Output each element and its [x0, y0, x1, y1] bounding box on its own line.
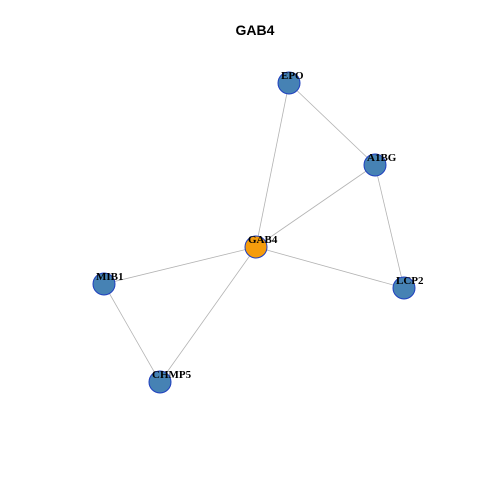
edge-layer [103, 82, 405, 383]
node-mib1: MIB1 [92, 271, 124, 296]
node-gab4: GAB4 [244, 234, 278, 259]
node-circle-lcp2 [392, 276, 416, 300]
node-label-epo: EPO [281, 70, 304, 82]
node-label-lcp2: LCP2 [396, 275, 424, 287]
node-circle-mib1 [92, 272, 116, 296]
node-circle-a1bg [363, 153, 387, 177]
node-a1bg: A1BG [363, 152, 397, 177]
graph-title: GAB4 [236, 22, 275, 38]
node-chmp5: CHMP5 [148, 369, 192, 394]
edge-gab4-mib1 [103, 246, 257, 285]
edge-gab4-chmp5 [159, 246, 257, 383]
node-epo: EPO [277, 70, 304, 95]
edge-a1bg-gab4 [255, 164, 376, 248]
edge-epo-a1bg [288, 82, 376, 166]
edge-epo-gab4 [255, 82, 290, 248]
node-circle-epo [277, 71, 301, 95]
node-label-gab4: GAB4 [248, 234, 278, 246]
edge-a1bg-lcp2 [374, 164, 405, 289]
node-circle-gab4 [244, 235, 268, 259]
node-label-chmp5: CHMP5 [152, 369, 192, 381]
edge-gab4-lcp2 [255, 246, 405, 289]
edge-mib1-chmp5 [103, 283, 161, 383]
node-circle-chmp5 [148, 370, 172, 394]
node-lcp2: LCP2 [392, 275, 424, 300]
node-label-a1bg: A1BG [367, 152, 397, 164]
node-label-mib1: MIB1 [96, 271, 124, 283]
